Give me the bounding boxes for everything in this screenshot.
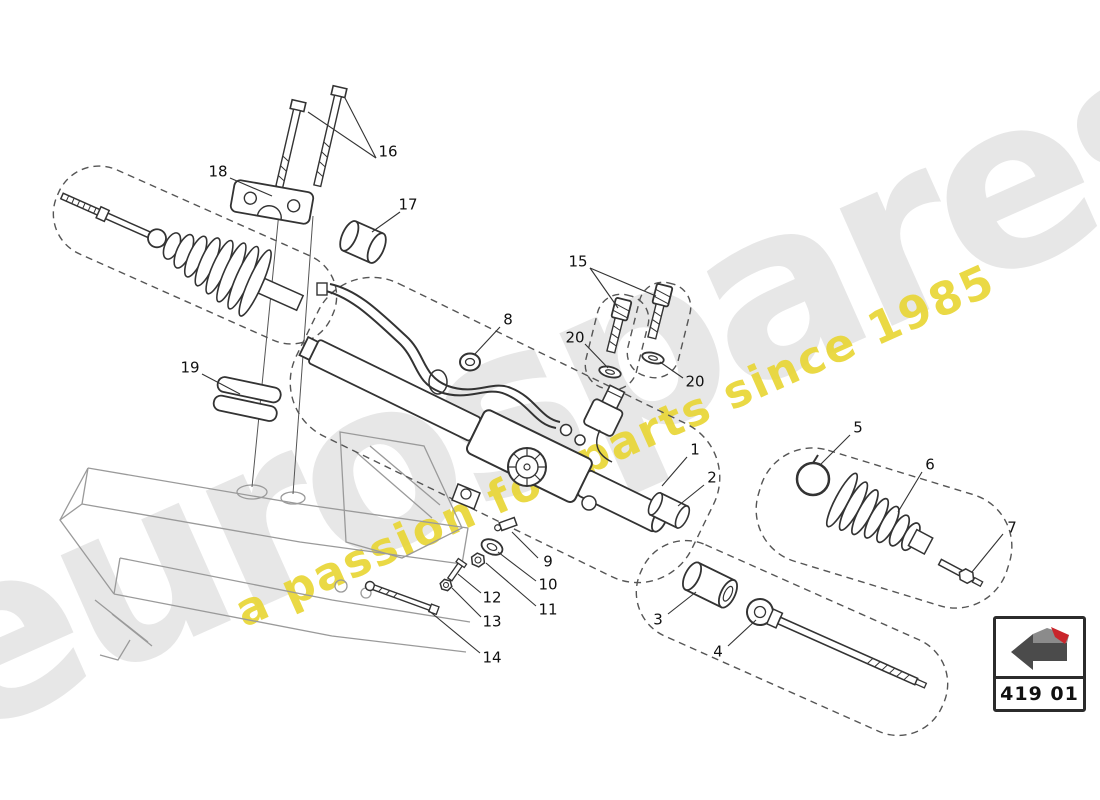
- part-callout-15[interactable]: 15: [568, 252, 588, 271]
- vehicle-subframe: [59, 431, 471, 661]
- rack-clamp-18: [229, 179, 315, 225]
- lower-clamp-19: [212, 376, 282, 422]
- part-callout-11[interactable]: 11: [538, 600, 558, 619]
- leader-line-18: [229, 177, 273, 197]
- leader-line-14: [427, 609, 481, 654]
- part-callout-19[interactable]: 19: [180, 358, 200, 377]
- part-callout-3[interactable]: 3: [653, 610, 663, 629]
- hydraulic-pipes: [316, 282, 613, 463]
- leader-line-4: [727, 619, 757, 647]
- mounting-ear: [451, 483, 597, 511]
- leader-line-12: [457, 573, 482, 594]
- left-boot-bellows: [162, 232, 305, 317]
- part-callout-18[interactable]: 18: [208, 162, 228, 181]
- part-callout-12[interactable]: 12: [482, 588, 502, 607]
- steering-rack-body: [298, 335, 669, 533]
- right-boot-assembly: [795, 454, 984, 588]
- leader-line-13: [451, 587, 482, 618]
- part-callout-4[interactable]: 4: [713, 642, 723, 661]
- part-callout-8[interactable]: 8: [503, 310, 513, 329]
- leader-line-5: [819, 434, 851, 466]
- part-callout-1[interactable]: 1: [690, 440, 700, 459]
- leader-line-7: [971, 533, 1004, 573]
- leader-line-2: [677, 484, 705, 507]
- leader-line-20: [584, 343, 609, 369]
- clamp-10: [480, 538, 504, 556]
- grommet-ring-8: [459, 352, 481, 372]
- part-callout-14[interactable]: 14: [482, 648, 502, 667]
- banjo-bolt-11: [470, 552, 486, 568]
- leader-line-20: [659, 361, 684, 379]
- fitting-9: [494, 516, 518, 532]
- part-callout-20[interactable]: 20: [565, 328, 585, 347]
- pinion-cap: [507, 447, 547, 487]
- lower-tie-rod-assembly: [647, 491, 928, 689]
- leader-line-6: [897, 471, 923, 513]
- small-fittings: [364, 516, 518, 616]
- leader-line-3: [667, 591, 697, 615]
- nut-13: [439, 578, 453, 592]
- leader-line-11: [485, 562, 537, 607]
- right-boot-bellows: [825, 472, 934, 555]
- part-callout-13[interactable]: 13: [482, 612, 502, 631]
- leader-line-1: [661, 456, 688, 487]
- grouping-outlines: [52, 165, 1013, 737]
- leader-line-10: [497, 551, 537, 582]
- part-callout-9[interactable]: 9: [543, 552, 553, 571]
- leader-line-17: [371, 211, 401, 233]
- leader-line-19: [201, 373, 241, 395]
- leader-line-9: [511, 531, 539, 559]
- part-callout-2[interactable]: 2: [707, 468, 717, 487]
- part-callout-17[interactable]: 17: [398, 195, 418, 214]
- mounting-bolts-16: [272, 84, 348, 202]
- leader-line-16: [344, 97, 377, 159]
- part-callout-6[interactable]: 6: [925, 455, 935, 474]
- tie-rod-end-7: [937, 558, 984, 588]
- left-tie-rod: [59, 192, 167, 249]
- part-callout-7[interactable]: 7: [1007, 518, 1017, 537]
- leader-line-16: [307, 111, 377, 159]
- bolt-12: [446, 557, 468, 582]
- leader-line-8: [473, 326, 501, 356]
- valve-input-shaft: [583, 384, 626, 437]
- inner-tie-rod-4: [746, 598, 928, 689]
- part-code: 419 01: [996, 676, 1083, 709]
- part-callout-5[interactable]: 5: [853, 418, 863, 437]
- bushing-3: [682, 561, 738, 609]
- rack-end-2: [647, 491, 691, 530]
- direction-arrow-icon: [996, 619, 1083, 676]
- part-code-box: 419 01: [993, 616, 1086, 712]
- leader-line-15: [589, 267, 657, 297]
- leader-line-15: [589, 267, 619, 309]
- rod-14: [364, 580, 440, 616]
- part-callout-10[interactable]: 10: [538, 575, 558, 594]
- part-callout-16[interactable]: 16: [378, 142, 398, 161]
- part-callout-20[interactable]: 20: [685, 372, 705, 391]
- bolts-15-washers-20: [598, 283, 674, 379]
